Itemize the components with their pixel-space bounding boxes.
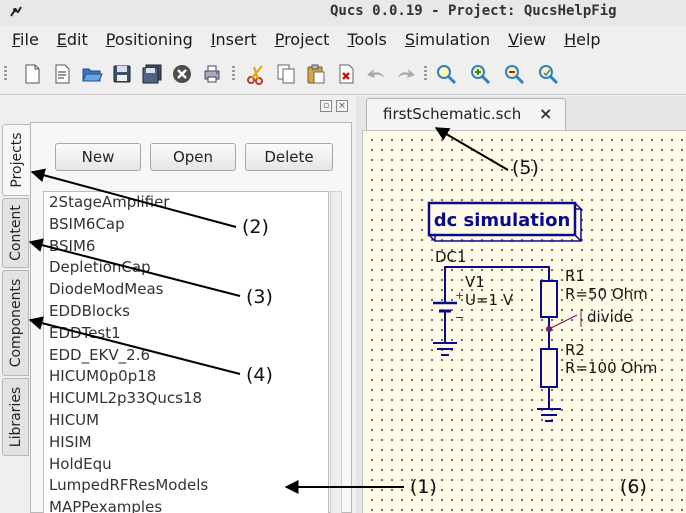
document-area: firstSchematic.sch × dc simulation DC1	[356, 96, 686, 513]
project-list-item[interactable]: MAPPexamples	[49, 498, 163, 513]
paste-icon[interactable]	[304, 62, 328, 86]
document-tab[interactable]: firstSchematic.sch ×	[366, 98, 566, 130]
new-file-icon[interactable]	[20, 62, 44, 86]
new-project-button[interactable]: New	[55, 143, 141, 171]
zoom-in-icon[interactable]	[468, 62, 492, 86]
svg-text:−: −	[455, 311, 464, 324]
project-list-item[interactable]: EDD_EKV_2.6	[49, 345, 151, 364]
toolbar-grip[interactable]	[4, 66, 7, 82]
callout-3: (3)	[246, 286, 273, 308]
project-list-item[interactable]: BSIM6	[49, 236, 96, 255]
project-list-item[interactable]: DiodeModMeas	[49, 280, 164, 299]
callout-1: (1)	[410, 476, 437, 498]
toolbar-grip[interactable]	[424, 66, 427, 82]
project-list-item[interactable]: LumpedRFResModels	[49, 476, 209, 495]
title-bar: Qucs 0.0.19 - Project: QucsHelpFig	[0, 0, 686, 26]
callout-6: (6)	[620, 476, 647, 498]
document-tab-label: firstSchematic.sch	[383, 105, 522, 123]
project-list-item[interactable]: HISIM	[49, 432, 92, 451]
menu-file[interactable]: File	[12, 29, 39, 49]
project-list-item[interactable]: HICUM	[49, 410, 100, 429]
resistor-r2[interactable]	[540, 348, 558, 397]
menu-insert[interactable]: Insert	[210, 29, 257, 49]
r2-value: R=100 Ohm	[565, 359, 657, 377]
ground-v1	[433, 342, 457, 356]
toolbar-separator	[0, 94, 686, 95]
tab-projects[interactable]: Projects	[2, 124, 31, 196]
menu-tools[interactable]: Tools	[347, 29, 387, 49]
svg-text:+: +	[455, 289, 464, 302]
menu-project[interactable]: Project	[274, 29, 330, 49]
window-title: Qucs 0.0.19 - Project: QucsHelpFig	[330, 3, 617, 19]
voltage-source-v1[interactable]: + −	[433, 289, 464, 325]
tab-content[interactable]: Content	[2, 198, 29, 268]
zoom-fit-icon[interactable]	[434, 62, 458, 86]
callout-4: (4)	[246, 364, 273, 386]
tab-components[interactable]: Components	[2, 270, 29, 376]
r1-name: R1	[565, 267, 585, 285]
zoom-out-icon[interactable]	[502, 62, 526, 86]
schematic-canvas[interactable]: dc simulation DC1 + − V1 U=1 V	[362, 130, 686, 513]
delete-project-button[interactable]: Delete	[245, 143, 333, 171]
save-all-icon[interactable]	[140, 62, 164, 86]
toolbar	[0, 54, 686, 94]
r2-name: R2	[565, 341, 585, 359]
new-text-icon[interactable]	[50, 62, 74, 86]
zoom-reset-icon[interactable]	[536, 62, 560, 86]
menu-edit[interactable]: Edit	[56, 29, 88, 49]
callout-2: (2)	[242, 216, 269, 238]
dock-title-buttons: ▫ ×	[320, 100, 348, 112]
dc-simulation-block[interactable]: dc simulation	[427, 201, 582, 242]
r1-value: R=50 Ohm	[565, 285, 648, 303]
dock-close-icon[interactable]: ×	[336, 100, 348, 112]
open-project-button[interactable]: Open	[150, 143, 236, 171]
v1-name: V1	[465, 273, 485, 291]
callout-5: (5)	[512, 157, 539, 179]
project-list-item[interactable]: DepletionCap	[49, 258, 151, 277]
redo-icon[interactable]	[394, 62, 418, 86]
sim-box-label: dc simulation	[434, 210, 571, 231]
project-list-item[interactable]: BSIM6Cap	[49, 214, 125, 233]
project-list-item[interactable]: HoldEqu	[49, 454, 112, 473]
v1-value: U=1 V	[465, 291, 514, 309]
cut-icon[interactable]	[244, 62, 268, 86]
project-dock: ▫ × Projects Content Components Librarie…	[0, 96, 354, 513]
project-list-item[interactable]: HICUM0p0p18	[49, 367, 157, 386]
qucs-logo-icon	[10, 6, 22, 17]
menu-positioning[interactable]: Positioning	[105, 29, 193, 49]
undo-icon[interactable]	[364, 62, 388, 86]
node-label: divide	[587, 308, 632, 326]
copy-icon[interactable]	[274, 62, 298, 86]
menu-bar: File Edit Positioning Insert Project Too…	[0, 26, 686, 52]
menu-simulation[interactable]: Simulation	[404, 29, 491, 49]
delete-icon[interactable]	[334, 62, 358, 86]
project-list-item[interactable]: 2StageAmplifier	[49, 193, 170, 211]
save-icon[interactable]	[110, 62, 134, 86]
wires	[444, 266, 550, 409]
project-list-scrollbar[interactable]	[330, 191, 342, 513]
project-list-item[interactable]: EDDBlocks	[49, 301, 130, 320]
open-icon[interactable]	[80, 62, 104, 86]
resistor-r1[interactable]	[540, 280, 558, 318]
project-list-item[interactable]: HICUML2p33Qucs18	[49, 389, 203, 408]
print-icon[interactable]	[200, 62, 224, 86]
menu-view[interactable]: View	[508, 29, 547, 49]
ground-r2	[537, 408, 561, 422]
schematic-drawing: dc simulation DC1 + − V1 U=1 V	[427, 201, 657, 422]
project-list-item[interactable]: EDDTest1	[49, 323, 121, 342]
dc-label: DC1	[435, 248, 467, 266]
close-icon[interactable]	[170, 62, 194, 86]
toolbar-grip[interactable]	[232, 66, 235, 82]
tab-libraries[interactable]: Libraries	[2, 378, 29, 456]
document-tab-close-icon[interactable]: ×	[539, 104, 553, 123]
dock-float-icon[interactable]: ▫	[320, 100, 332, 112]
menu-help[interactable]: Help	[564, 29, 601, 49]
